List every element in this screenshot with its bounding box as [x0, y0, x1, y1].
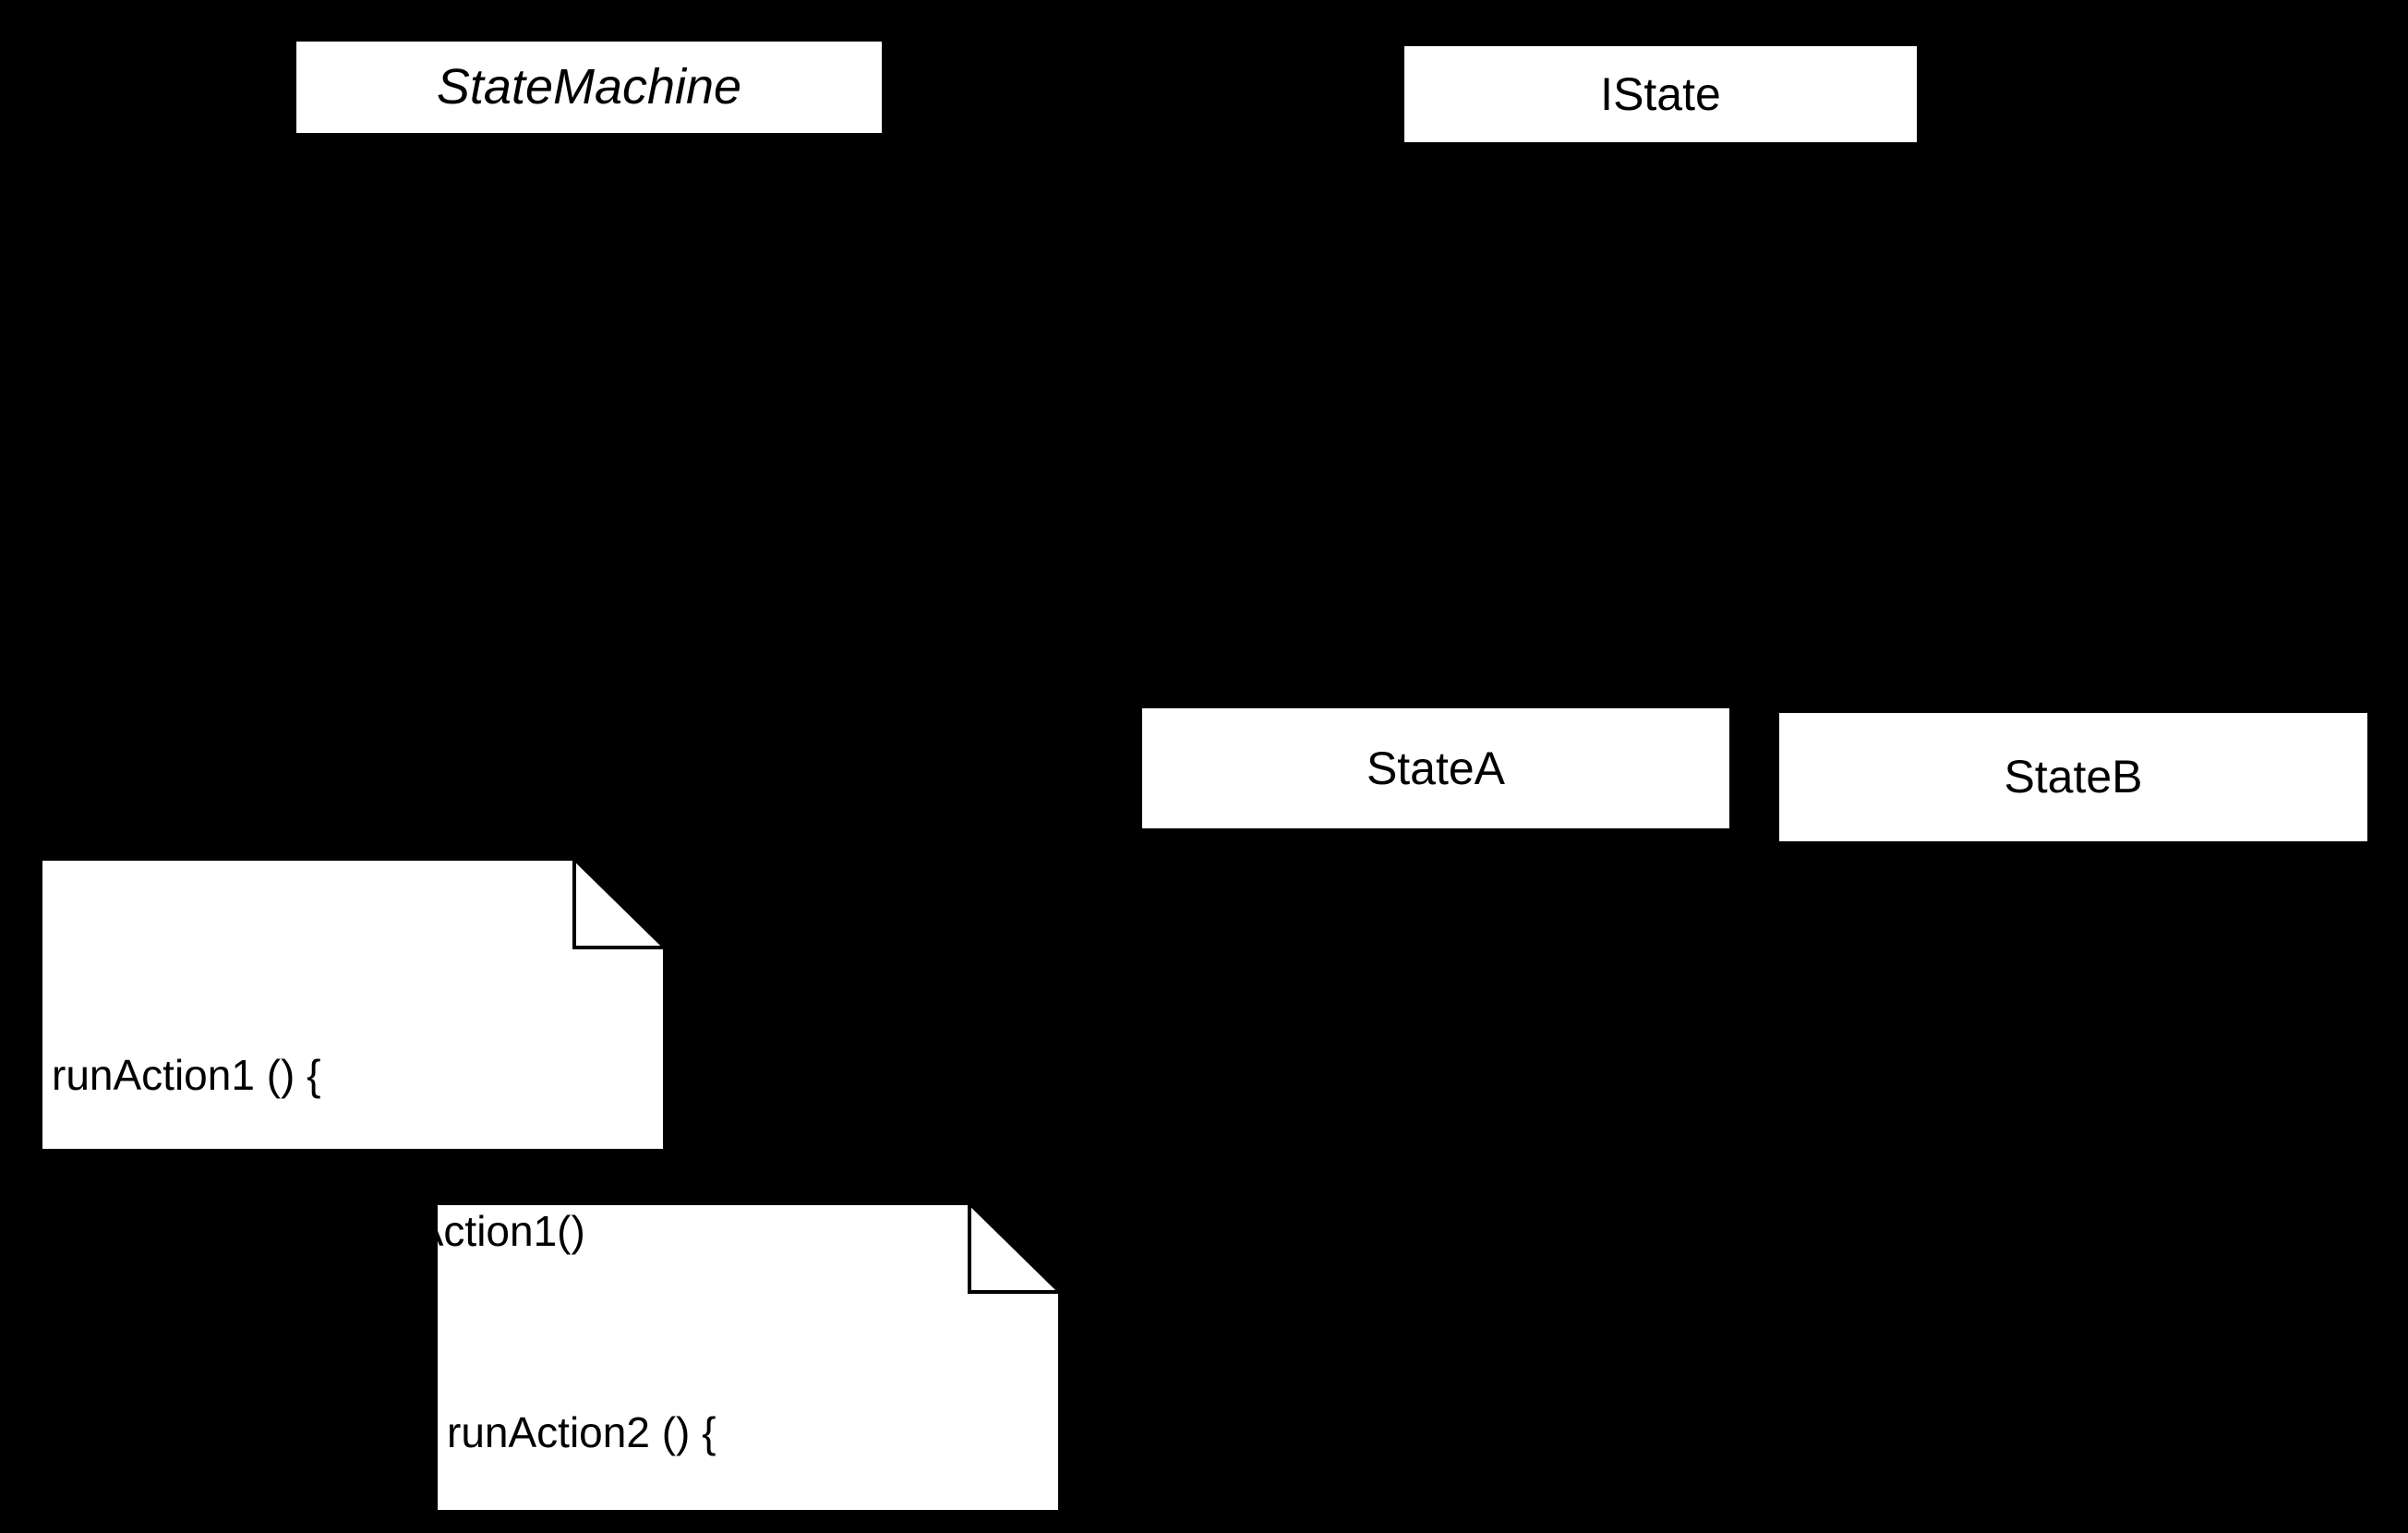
note-body-path [434, 1201, 1062, 1514]
class-box-statea[interactable]: StateA [1141, 707, 1730, 829]
note-shape-runaction2 [434, 1201, 1062, 1514]
note-line-1: runAction2 () { [447, 1408, 716, 1457]
class-name-statemachine: StateMachine [436, 58, 742, 115]
note-line-3: } [52, 1361, 66, 1410]
note-fold-path [968, 1203, 1060, 1294]
class-box-istate[interactable]: IState [1403, 45, 1918, 143]
note-body-path [39, 857, 667, 1153]
note-fold-path [572, 859, 665, 949]
note-text-runaction1: runAction1 () { currentState.runAction1(… [52, 946, 585, 1515]
note-line-1: runAction1 () { [52, 1051, 321, 1100]
note-shape-runaction1 [39, 857, 667, 1153]
class-box-stateb[interactable]: StateB [1778, 712, 2368, 842]
class-name-statea: StateA [1366, 742, 1506, 794]
class-box-statemachine[interactable]: StateMachine [295, 41, 883, 134]
class-name-stateb: StateB [2004, 751, 2143, 803]
uml-note-runaction1[interactable]: runAction1 () { currentState.runAction1(… [39, 857, 667, 1410]
note-line-2: currentState.runAction1() [52, 1206, 585, 1255]
note-text-runaction2: runAction2 () { currentState.runAction2(… [447, 1303, 981, 1533]
uml-note-runaction2[interactable]: runAction2 () { currentState.runAction2(… [434, 1201, 1062, 1514]
class-name-istate: IState [1600, 67, 1721, 120]
